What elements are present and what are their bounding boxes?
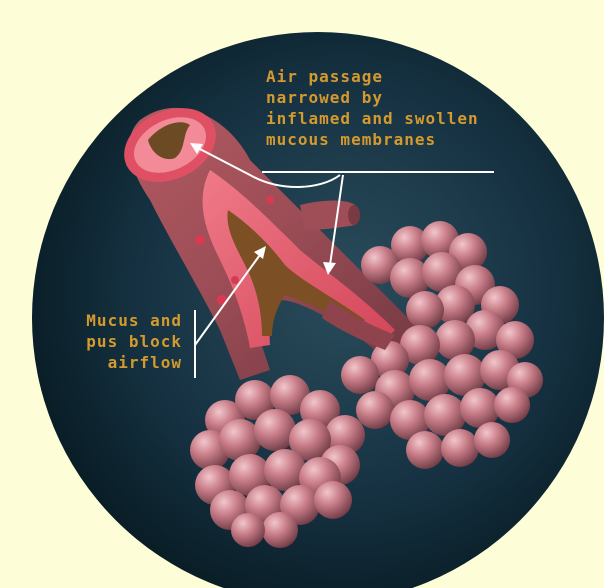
airway-arrow-2	[329, 174, 344, 266]
airway-label-line-1: Air passage	[266, 67, 383, 86]
mucus-label-line-1: Mucus and	[86, 311, 182, 330]
airway-label-line-4: mucous membranes	[266, 130, 437, 149]
airway-label-line-2: narrowed by	[266, 88, 383, 107]
mucus-label-line-3: airflow	[107, 353, 182, 372]
airway-arrow-2-head	[323, 262, 336, 275]
airway-label-line-3: inflamed and swollen	[266, 109, 479, 128]
mucus-label-line-2: pus block	[86, 332, 182, 351]
alveolar-duct	[322, 300, 395, 350]
mucus-arrow-head	[254, 246, 266, 259]
mucus-arrow	[194, 251, 263, 346]
airway-arrow-1	[197, 147, 341, 188]
leader-lines	[194, 147, 494, 378]
alveoli-cluster-left	[190, 375, 365, 548]
alveoli-cluster-right	[341, 221, 543, 469]
arrow-heads	[190, 143, 336, 275]
mucus-block-label: Mucus and pus block airflow	[52, 310, 182, 373]
airway-narrowing-label: Air passage narrowed by inflamed and swo…	[266, 66, 479, 150]
airway-arrow-1-head	[190, 143, 203, 154]
